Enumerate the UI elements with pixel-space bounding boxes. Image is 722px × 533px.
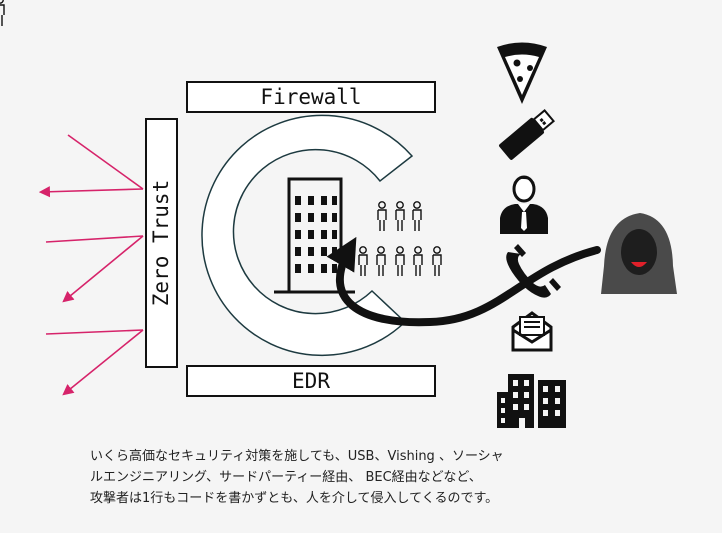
edr-label: EDR <box>292 369 330 393</box>
deflected-arrow-1-out <box>38 186 144 198</box>
defense-ring <box>201 114 414 357</box>
pizza-icon <box>497 42 547 104</box>
caption-line: いくら高価なセキュリティ対策を施しても、USB、Vishing 、ソーシャ <box>90 449 504 464</box>
caption-line: ルエンジニアリング、サードパーティー経由、 BEC経由などなど、 <box>90 470 482 485</box>
phone-icon <box>506 244 561 298</box>
headquarters-building-icon <box>274 177 355 294</box>
firewall-box: Firewall <box>186 81 436 113</box>
deflected-arrow-3-out <box>62 329 144 396</box>
caption-line: 攻撃者は1行もコードを書かずとも、人を介して侵入してくるのです。 <box>90 491 499 506</box>
employees-icon <box>0 0 442 277</box>
hooded-hacker-icon <box>601 213 677 294</box>
deflected-arrow-2-out <box>62 235 144 303</box>
deflected-arrow-1 <box>67 134 144 190</box>
zero-trust-box: Zero Trust <box>145 118 178 368</box>
attack-path-arrow <box>326 236 601 327</box>
businessman-icon <box>500 175 548 234</box>
office-buildings-icon <box>497 374 566 428</box>
usb-drive-icon <box>499 108 556 160</box>
caption: いくら高価なセキュリティ対策を施しても、USB、Vishing 、ソーシャ ルエ… <box>90 446 690 509</box>
deflected-arrow-3 <box>45 329 144 335</box>
edr-box: EDR <box>186 365 436 397</box>
firewall-label: Firewall <box>260 85 362 109</box>
deflected-arrow-2 <box>45 235 144 243</box>
email-icon <box>511 311 553 352</box>
zero-trust-label: Zero Trust <box>149 179 174 307</box>
deflected-attack-arrows <box>38 134 144 396</box>
